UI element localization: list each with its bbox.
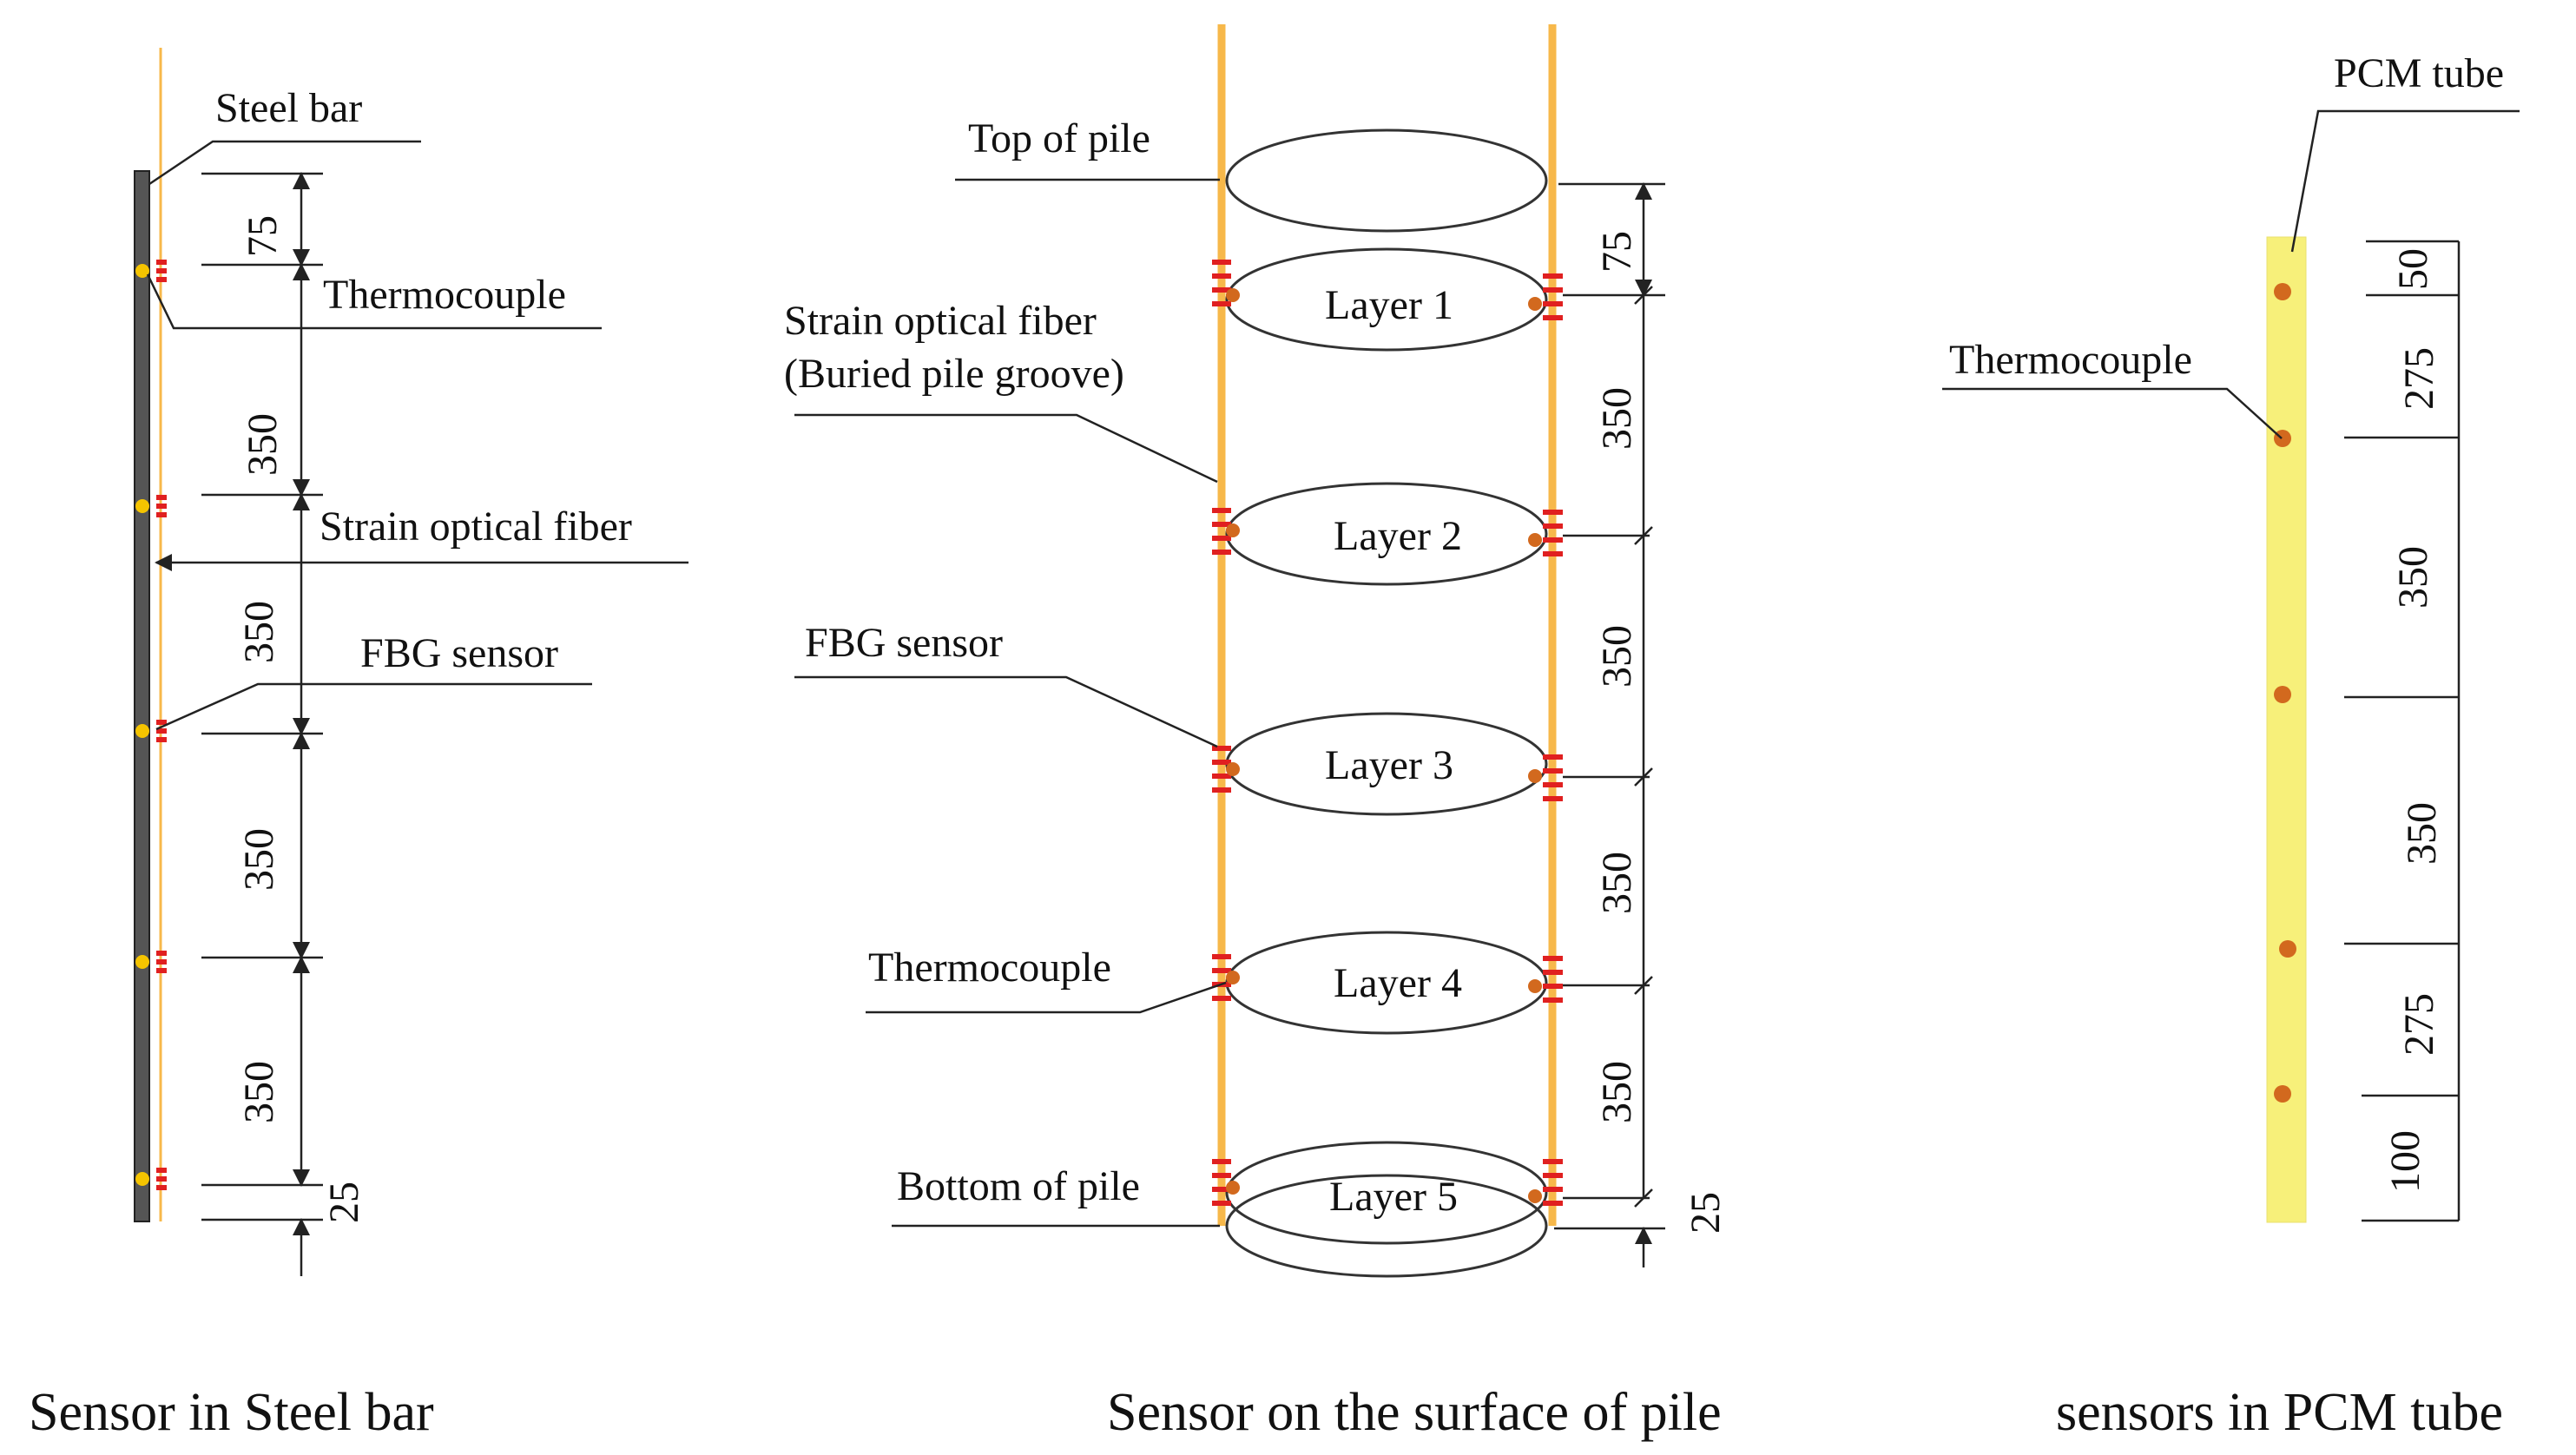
pile-strain-fiber-label-line1: Strain optical fiber <box>784 298 1097 344</box>
steel-dim-4: 350 <box>236 828 282 891</box>
panel-pile-surface: Layer 1 Layer 2 Layer 3 Layer 4 Layer 5 <box>784 24 1729 1442</box>
layer-2-label: Layer 2 <box>1334 513 1462 559</box>
panel-pcm-tube: 50 275 350 350 275 100 PCM tube Thermoco… <box>1942 50 2520 1442</box>
steel-dim-5: 350 <box>236 1061 282 1123</box>
panel-steel-bar: 75 350 350 350 350 25 Steel bar Thermoco… <box>29 48 688 1442</box>
pile-strain-fiber-label-line2: (Buried pile groove) <box>784 351 1124 397</box>
steel-sensor-1 <box>135 260 167 282</box>
steel-bar-sensors <box>135 260 167 1190</box>
pile-dim-3: 350 <box>1594 625 1640 688</box>
pile-label-bottom: Bottom of pile <box>892 1163 1220 1228</box>
pile-right-sensors <box>1528 273 1563 1206</box>
steel-dim-1: 75 <box>240 215 286 257</box>
pcm-dim-4: 350 <box>2399 802 2445 865</box>
pile-top-ellipse <box>1225 128 1548 233</box>
pile-dim-4: 350 <box>1594 852 1640 914</box>
layer-1-label: Layer 1 <box>1325 282 1453 328</box>
pile-layer-5: Layer 5 <box>1225 1141 1548 1245</box>
pile-thermocouple-label: Thermocouple <box>868 945 1111 991</box>
layer-4-label: Layer 4 <box>1334 960 1462 1006</box>
steel-bar-caption: Sensor in Steel bar <box>29 1383 434 1442</box>
pile-caption: Sensor on the surface of pile <box>1107 1383 1722 1442</box>
pcm-thermocouple-1 <box>2274 283 2291 300</box>
steel-label-thermocouple: Thermocouple <box>146 272 602 330</box>
pcm-dim-2: 275 <box>2396 347 2442 410</box>
pcm-dimension-values: 50 275 350 350 275 100 <box>2382 248 2445 1193</box>
layer-3-label: Layer 3 <box>1325 742 1453 788</box>
pile-top-label: Top of pile <box>968 115 1150 161</box>
steel-bar <box>134 170 150 1222</box>
pcm-dim-1: 50 <box>2390 248 2436 290</box>
pcm-thermocouples <box>2274 283 2296 1103</box>
pcm-tube-label: PCM tube <box>2334 50 2504 96</box>
steel-sensor-5 <box>135 1168 167 1190</box>
steel-dim-6: 25 <box>321 1182 367 1223</box>
pcm-dim-3: 350 <box>2390 546 2436 609</box>
pile-dimension-values: 75 350 350 350 350 25 <box>1594 231 1729 1234</box>
pile-left-sensors <box>1212 260 1240 1206</box>
left-fbg-5 <box>1212 1159 1240 1206</box>
steel-label-strain-fiber: Strain optical fiber <box>155 504 688 571</box>
pile-layer-2: Layer 2 <box>1225 482 1548 586</box>
steel-strain-fiber-label: Strain optical fiber <box>320 504 632 550</box>
pcm-thermocouple-4 <box>2279 940 2296 958</box>
pcm-thermocouple-5 <box>2274 1085 2291 1103</box>
steel-sensor-3 <box>135 720 167 742</box>
left-fbg-4 <box>1212 954 1240 1001</box>
pile-label-fbg: FBG sensor <box>794 620 1218 748</box>
pcm-tube <box>2266 236 2307 1223</box>
pcm-thermocouple-label: Thermocouple <box>1949 337 2192 383</box>
pile-fbg-label: FBG sensor <box>805 620 1003 666</box>
steel-sensor-4 <box>135 951 167 973</box>
left-fbg-3 <box>1212 746 1240 793</box>
pile-layer-1: Layer 1 <box>1225 247 1548 352</box>
right-fbg-3 <box>1528 754 1563 801</box>
left-fbg-1 <box>1212 260 1240 306</box>
pcm-thermocouple-3 <box>2274 686 2291 703</box>
steel-thermocouple-label: Thermocouple <box>323 272 566 318</box>
steel-dimension-values: 75 350 350 350 350 25 <box>236 215 367 1223</box>
pile-label-strain-fiber: Strain optical fiber (Buried pile groove… <box>784 298 1218 484</box>
right-fbg-2 <box>1528 510 1563 556</box>
steel-bar-label: Steel bar <box>215 85 362 131</box>
pcm-label-tube: PCM tube <box>2290 50 2520 253</box>
pile-label-top: Top of pile <box>955 115 1220 181</box>
right-fbg-1 <box>1528 273 1563 320</box>
pile-bottom-label: Bottom of pile <box>897 1163 1140 1209</box>
steel-dim-2: 350 <box>240 413 286 476</box>
steel-dim-3: 350 <box>236 601 282 663</box>
layer-5-label: Layer 5 <box>1329 1174 1458 1220</box>
steel-label-steel-bar: Steel bar <box>148 85 421 186</box>
pile-dim-5: 350 <box>1594 1061 1640 1123</box>
pcm-scale <box>2344 240 2461 1222</box>
pile-label-thermocouple: Thermocouple <box>866 945 1227 1014</box>
pcm-label-thermocouple: Thermocouple <box>1942 337 2283 439</box>
pile-dim-2: 350 <box>1594 387 1640 450</box>
left-fbg-2 <box>1212 508 1240 555</box>
pile-dim-1: 75 <box>1594 231 1640 273</box>
pile-dim-6: 25 <box>1683 1192 1729 1234</box>
steel-label-fbg: FBG sensor <box>155 630 592 731</box>
pcm-dim-5: 275 <box>2396 993 2442 1056</box>
steel-sensor-2 <box>135 495 167 517</box>
right-fbg-5 <box>1528 1159 1563 1206</box>
pile-layer-3: Layer 3 <box>1225 712 1548 816</box>
steel-fbg-label: FBG sensor <box>360 630 558 676</box>
pile-dimension-line <box>1634 182 1653 1267</box>
right-fbg-4 <box>1528 956 1563 1003</box>
pcm-caption: sensors in PCM tube <box>2056 1383 2503 1442</box>
pcm-dim-6: 100 <box>2382 1130 2428 1193</box>
pile-layer-4: Layer 4 <box>1225 931 1548 1035</box>
pile-bottom-ellipse <box>1225 1174 1548 1278</box>
